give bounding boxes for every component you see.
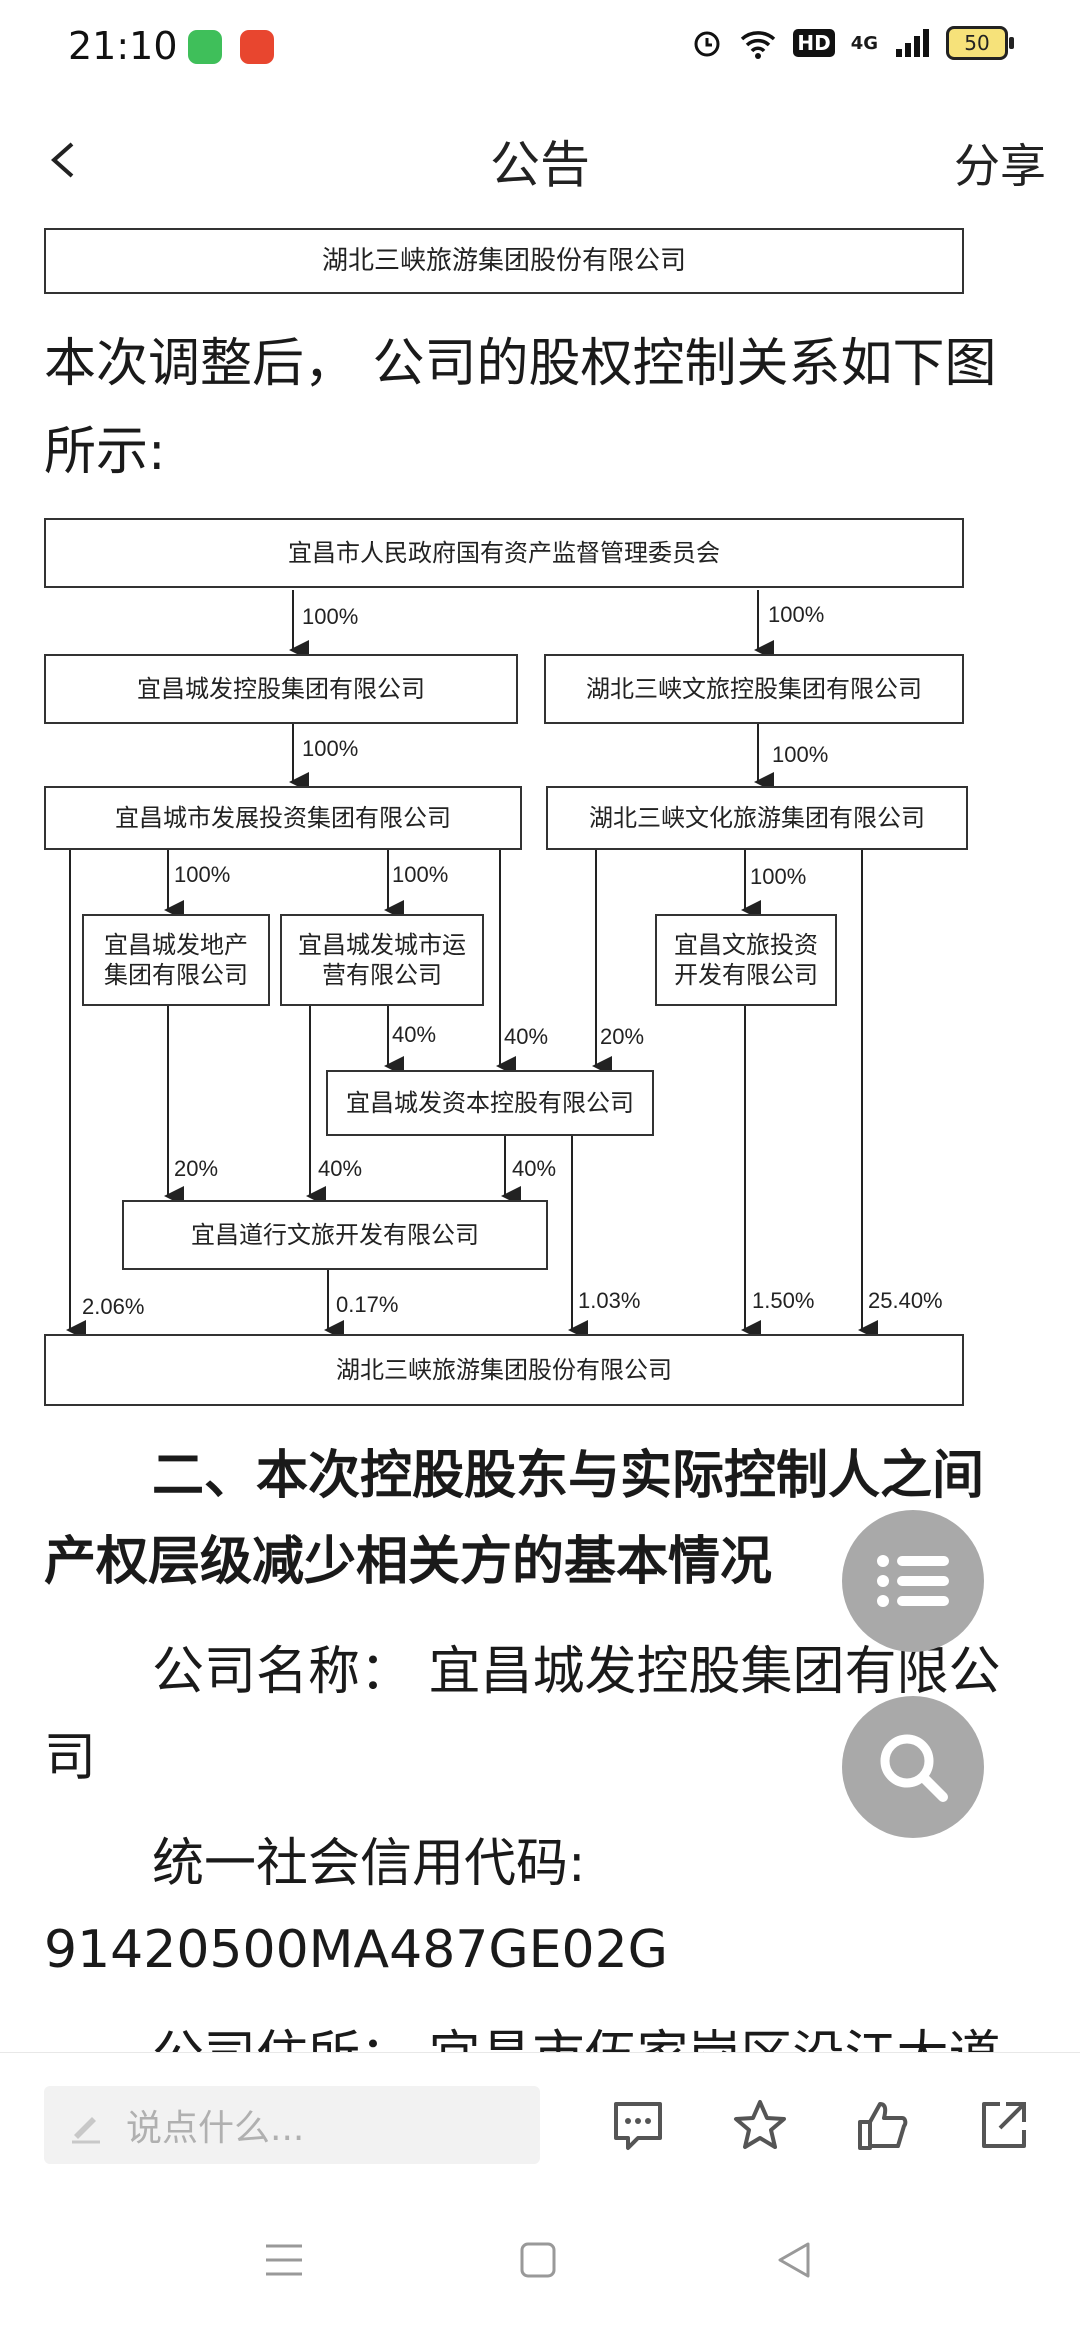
- node-hbsxwl: 湖北三峡文旅控股集团有限公司: [544, 654, 964, 724]
- section-heading-line2: 产权层级减少相关方的基本情况: [44, 1532, 773, 1592]
- pct-label: 100%: [174, 862, 231, 887]
- nav-menu-icon[interactable]: [262, 2240, 306, 2280]
- share-button[interactable]: 分享: [954, 139, 1046, 193]
- status-right: HD 4G 50: [691, 26, 1014, 60]
- pct-label: 100%: [772, 742, 829, 767]
- node-ycfk: 宜昌城发控股集团有限公司: [44, 654, 518, 724]
- pct-label: 40%: [512, 1156, 557, 1181]
- list-icon: [877, 1555, 949, 1607]
- address-partial: 公司住所： 宜昌市伍家岗区沿江大道: [44, 2012, 1034, 2052]
- node-ycfzb: 宜昌城发资本控股有限公司: [326, 1070, 654, 1136]
- node-hbsxwhly: 湖北三峡文化旅游集团有限公司: [546, 786, 968, 850]
- back-chevron-icon[interactable]: [44, 140, 84, 180]
- node-ycwltz: 宜昌文旅投资开发有限公司: [655, 914, 837, 1006]
- pct-label: 40%: [392, 1022, 437, 1047]
- pct-label: 2.06%: [82, 1294, 145, 1319]
- node-target: 湖北三峡旅游集团股份有限公司: [44, 1334, 964, 1406]
- pct-label: 100%: [768, 602, 825, 627]
- comment-placeholder: 说点什么...: [126, 2108, 305, 2149]
- pct-label: 100%: [392, 862, 449, 887]
- video-app-icon: [240, 30, 274, 64]
- credit-code-label: 统一社会信用代码:: [152, 1834, 586, 1894]
- section-heading-line1: 二、本次控股股东与实际控制人之间: [152, 1446, 985, 1506]
- equity-structure-diagram: 宜昌市人民政府国有资产监督管理委员会 宜昌城发控股集团有限公司 湖北三峡文旅控股…: [44, 518, 968, 1406]
- node-ycfcsyy: 宜昌城发城市运营有限公司: [280, 914, 484, 1006]
- network-type: 4G: [850, 32, 878, 54]
- pencil-icon: [72, 2117, 100, 2144]
- pct-label: 20%: [174, 1156, 219, 1181]
- nav-back-icon[interactable]: [774, 2240, 814, 2280]
- alarm-icon: [694, 31, 720, 57]
- nav-home-icon[interactable]: [518, 2240, 558, 2280]
- signal-icon: [896, 29, 929, 57]
- pct-label: 100%: [302, 604, 359, 629]
- pct-label: 40%: [504, 1024, 549, 1049]
- pct-label: 1.03%: [578, 1288, 641, 1313]
- pct-label: 40%: [318, 1156, 363, 1181]
- star-icon[interactable]: [730, 2096, 790, 2156]
- pct-label: 0.17%: [336, 1292, 399, 1317]
- comment-input[interactable]: 说点什么...: [44, 2086, 540, 2164]
- pct-label: 20%: [600, 1024, 645, 1049]
- node-sasac: 宜昌市人民政府国有资产监督管理委员会: [44, 518, 964, 588]
- company-name-line1: 公司名称： 宜昌城发控股集团有限公: [152, 1642, 1001, 1702]
- node-ycdx: 宜昌道行文旅开发有限公司: [122, 1200, 548, 1270]
- status-time: 21:10: [68, 24, 178, 68]
- wifi-icon: [741, 31, 776, 59]
- search-fab[interactable]: [842, 1696, 984, 1838]
- pct-label: 100%: [302, 736, 359, 761]
- page-title: 公告: [490, 136, 590, 194]
- node-ycfztz: 宜昌城市发展投资集团有限公司: [44, 786, 522, 850]
- thumbs-up-icon[interactable]: [852, 2096, 912, 2156]
- messages-app-icon: [188, 30, 222, 64]
- search-icon: [880, 1734, 948, 1802]
- intro-text-line1: 本次调整后， 公司的股权控制关系如下图: [44, 334, 997, 394]
- pct-label: 100%: [750, 864, 807, 889]
- pct-label: 25.40%: [868, 1288, 943, 1313]
- menu-fab[interactable]: [842, 1510, 984, 1652]
- node-ycfdc: 宜昌城发地产集团有限公司: [82, 914, 270, 1006]
- comment-icon[interactable]: [608, 2096, 668, 2156]
- intro-text-line2: 所示:: [44, 422, 166, 482]
- credit-code-value: 91420500MA487GE02G: [44, 1920, 668, 1980]
- hd-badge: HD: [793, 29, 835, 57]
- pct-label: 1.50%: [752, 1288, 815, 1313]
- top-company-box: 湖北三峡旅游集团股份有限公司: [44, 228, 964, 294]
- company-name-line2: 司: [44, 1728, 97, 1788]
- battery-indicator: 50: [946, 26, 1014, 60]
- share-icon[interactable]: [974, 2096, 1034, 2156]
